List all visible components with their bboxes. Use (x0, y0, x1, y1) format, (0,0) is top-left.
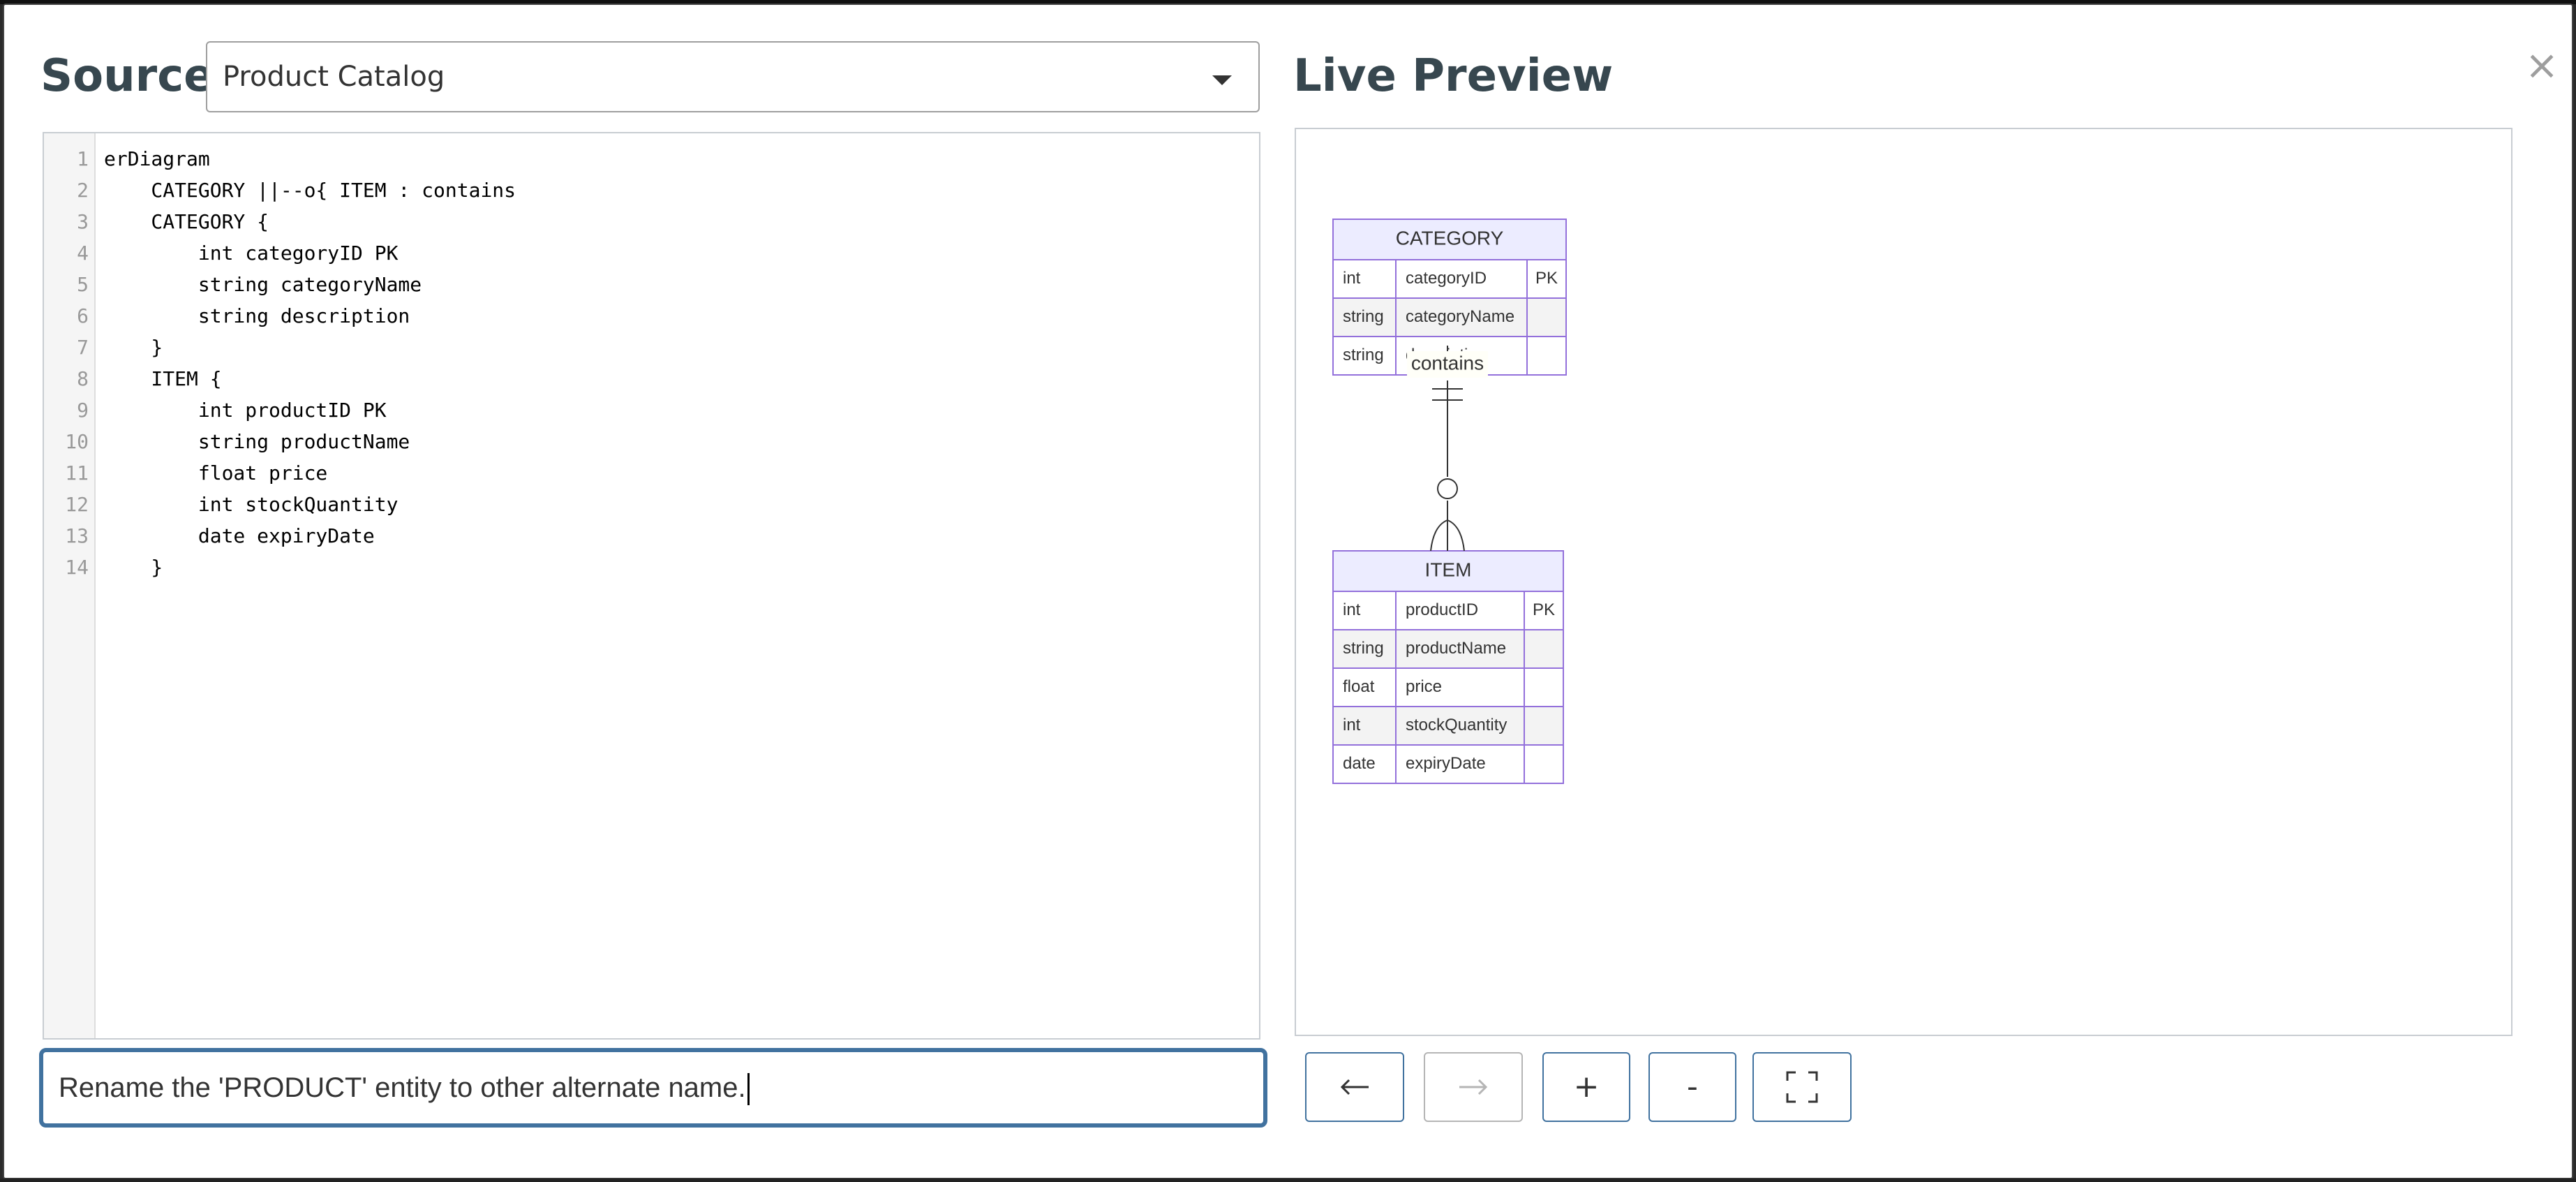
code-line: string productName (104, 430, 410, 453)
attribute-cell (1395, 706, 1525, 746)
entity-name: ITEM (1425, 559, 1472, 580)
arrow-right-icon (1459, 1079, 1488, 1095)
line-number: 3 (77, 210, 89, 233)
preview-title: Live Preview (1293, 50, 1614, 102)
zoom-in-button[interactable]: + (1542, 1052, 1630, 1122)
prompt-input-text: Rename the 'PRODUCT' entity to other alt… (59, 1072, 746, 1103)
line-number: 14 (65, 556, 89, 579)
fullscreen-icon (1786, 1071, 1818, 1103)
relationship-label: contains (1411, 352, 1484, 374)
code-line: } (104, 556, 163, 579)
attribute-cell (1524, 706, 1564, 746)
attribute-type: date (1343, 754, 1376, 773)
code-line: string description (104, 304, 410, 327)
chevron-down-icon (1212, 75, 1232, 85)
attribute-cell (1395, 591, 1525, 630)
line-number: 10 (65, 430, 89, 453)
line-number: 4 (77, 242, 89, 265)
line-number: 5 (77, 273, 89, 296)
line-number: 9 (77, 399, 89, 422)
attribute-cell (1395, 744, 1525, 784)
attribute-name: expiryDate (1406, 754, 1486, 773)
attribute-type: string (1343, 307, 1384, 326)
line-number: 7 (77, 336, 89, 359)
er-diagram: CATEGORY int categoryID PK string categoryNam… (1332, 219, 1567, 784)
code-line: int categoryID PK (104, 242, 399, 265)
code-line: int stockQuantity (104, 493, 399, 516)
code-line: string categoryName (104, 273, 422, 296)
cardinality-zero-circle (1437, 478, 1458, 499)
code-line: int productID PK (104, 399, 387, 422)
attribute-cell (1524, 744, 1564, 784)
prompt-input[interactable]: Rename the 'PRODUCT' entity to other alt… (39, 1048, 1267, 1128)
attribute-key: PK (1535, 269, 1558, 288)
attribute-name: price (1406, 677, 1442, 696)
live-preview-pane[interactable]: CATEGORY int categoryID PK string categoryNam… (1295, 128, 2512, 1036)
page-bottom-strip (0, 1179, 2576, 1182)
fit-view-button[interactable] (1752, 1052, 1852, 1122)
attribute-type: int (1343, 600, 1361, 619)
text-cursor (747, 1073, 750, 1106)
attribute-name: productName (1406, 639, 1506, 658)
zoom-out-button[interactable]: - (1648, 1052, 1736, 1122)
attribute-name: categoryName (1406, 307, 1514, 326)
attribute-key: PK (1533, 600, 1555, 619)
line-number: 2 (77, 179, 89, 202)
code-line: erDiagram (104, 147, 210, 170)
line-number: 1 (77, 147, 89, 170)
forward-button[interactable] (1424, 1052, 1523, 1122)
attribute-cell (1332, 744, 1397, 784)
attribute-cell (1524, 591, 1564, 630)
entity-header (1332, 550, 1564, 592)
attribute-type: string (1343, 346, 1384, 364)
page-backdrop (0, 0, 2576, 4)
code-line: CATEGORY ||--o{ ITEM : contains (104, 179, 516, 202)
attribute-type: string (1343, 639, 1384, 658)
attribute-cell (1526, 336, 1567, 376)
code-line: } (104, 336, 163, 359)
line-number: 13 (65, 524, 89, 547)
attribute-cell (1524, 629, 1564, 669)
code-line: ITEM { (104, 367, 222, 390)
code-line: CATEGORY { (104, 210, 269, 233)
line-number: 12 (65, 493, 89, 516)
code-line: float price (104, 461, 328, 485)
attribute-type: float (1343, 677, 1375, 696)
close-button[interactable]: × (2524, 41, 2559, 89)
arrow-left-icon (1340, 1079, 1369, 1095)
example-select-value: Product Catalog (223, 61, 445, 93)
line-number: 6 (77, 304, 89, 327)
relationship-label-bg (1407, 351, 1488, 378)
attribute-cell (1332, 259, 1397, 299)
code-line: date expiryDate (104, 524, 375, 547)
source-title: Source (40, 50, 214, 102)
cardinality-many-fork (1447, 519, 1465, 552)
attribute-type: int (1343, 716, 1361, 734)
attribute-cell (1332, 336, 1397, 376)
line-number: 11 (65, 461, 89, 485)
example-select[interactable]: Product Catalog (206, 41, 1260, 112)
entity-name: CATEGORY (1396, 227, 1504, 249)
attribute-cell (1524, 667, 1564, 707)
attribute-name: productID (1406, 600, 1478, 619)
attribute-cell (1526, 297, 1567, 337)
attribute-type: int (1343, 269, 1361, 288)
attribute-name: stockQuantity (1406, 716, 1507, 734)
cardinality-many-fork (1430, 519, 1448, 552)
line-number: 8 (77, 367, 89, 390)
attribute-name: categoryID (1406, 269, 1487, 288)
back-button[interactable] (1305, 1052, 1404, 1122)
